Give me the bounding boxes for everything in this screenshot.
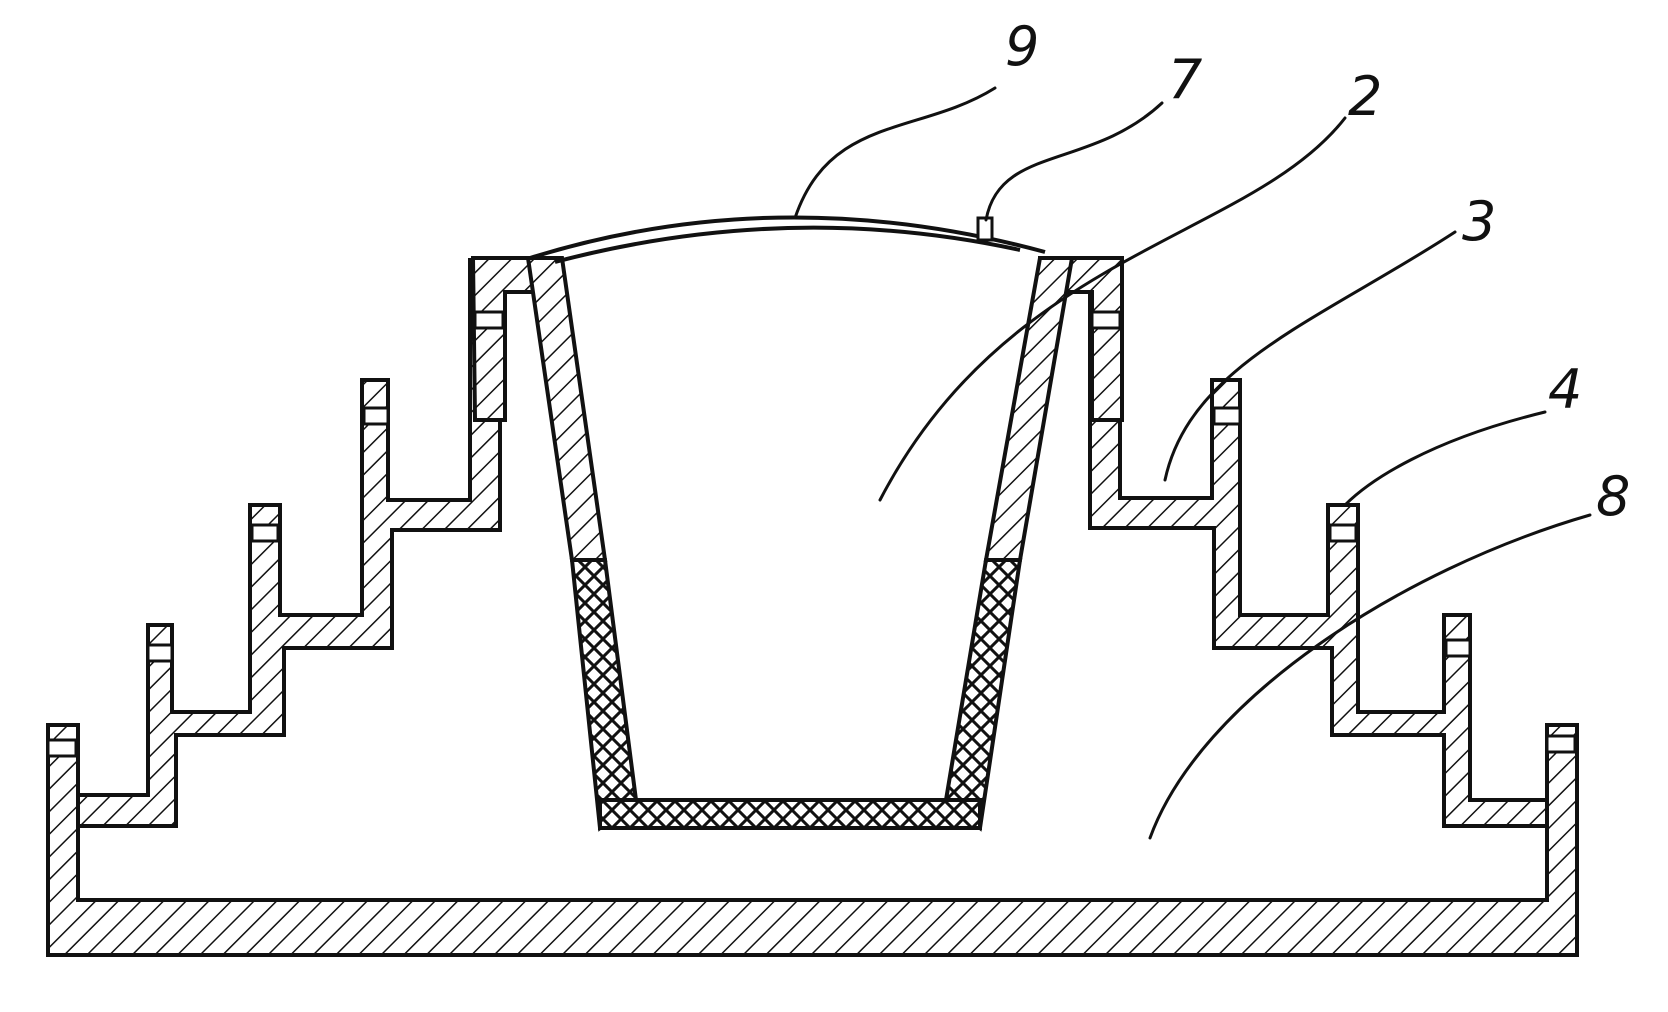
vent-slot — [1212, 406, 1242, 426]
left-stepped-wall — [76, 258, 502, 828]
vent-slot — [46, 738, 78, 758]
leader-8 — [1148, 513, 1592, 840]
cup-left-wall-upper — [525, 256, 608, 562]
cup-left-wall-lower — [569, 558, 639, 832]
ref-label-9: 9 — [1005, 15, 1039, 78]
ref-label-7: 7 — [1168, 48, 1202, 111]
leader-9 — [793, 86, 997, 220]
cup-right-wall-lower — [943, 558, 1023, 832]
ref-label-4: 4 — [1548, 358, 1582, 421]
vent-slot — [1545, 734, 1577, 754]
vent-slot — [146, 643, 174, 663]
leader-4 — [1343, 410, 1547, 507]
lid-inner — [554, 225, 1021, 264]
vent-slot — [1444, 638, 1472, 658]
leader-7 — [984, 101, 1164, 222]
lid-outer — [529, 215, 1046, 260]
lid-vent-7 — [976, 216, 994, 242]
vent-slot — [1328, 523, 1358, 543]
cup-bottom — [598, 798, 982, 830]
vent-slot — [1090, 310, 1122, 330]
vent-slot — [362, 406, 390, 426]
leader-3 — [1163, 230, 1457, 482]
base-tray — [46, 723, 1579, 957]
ref-label-3: 3 — [1462, 190, 1496, 253]
right-stepped-wall — [1088, 258, 1549, 828]
ref-label-8: 8 — [1596, 465, 1630, 528]
ref-label-2: 2 — [1348, 65, 1382, 128]
vent-slot — [473, 310, 505, 330]
leader-2 — [878, 116, 1347, 502]
vent-slot — [250, 523, 280, 543]
